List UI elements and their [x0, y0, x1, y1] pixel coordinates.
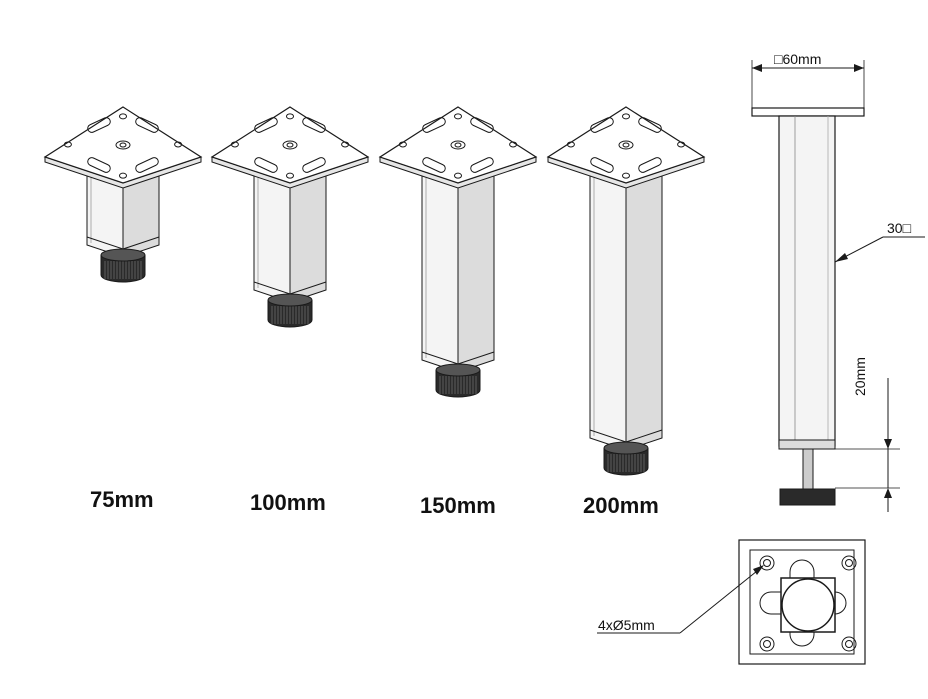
plate-slot — [590, 157, 614, 173]
holes-dimension: 4xØ5mm — [598, 617, 655, 633]
foot-top — [100, 248, 146, 262]
tube-left-face — [589, 166, 627, 451]
plate-corner-hole — [341, 141, 350, 148]
plate-corner-hole — [119, 172, 127, 179]
plate-corner-hole — [286, 172, 294, 179]
leg-100mm — [210, 106, 370, 328]
foot-top — [435, 363, 481, 377]
plate-center-hole-inner — [454, 142, 462, 148]
corner-hole-inner — [763, 559, 771, 567]
tube-right-face — [457, 166, 495, 373]
tube-size-dimension: 30□ — [887, 220, 912, 236]
mounting-plate — [546, 106, 706, 184]
leg-label-100mm: 100mm — [250, 490, 326, 515]
foot-dim-arrow — [884, 439, 892, 449]
plate-center-hole — [450, 140, 466, 150]
plate-dim-arrow — [854, 64, 864, 72]
plate-width-dimension: □60mm — [774, 51, 822, 67]
legs-group — [43, 106, 706, 476]
plate-corner-hole — [622, 172, 630, 179]
tube-right-face — [625, 166, 663, 451]
plate-corner-hole — [119, 113, 127, 120]
plate-slot — [135, 157, 159, 173]
plate-corner-hole — [566, 141, 575, 148]
foot-top — [603, 441, 649, 455]
leg-150mm — [378, 106, 538, 398]
plate-corner-hole — [454, 113, 462, 120]
corner-hole — [841, 555, 857, 571]
mounting-plate — [210, 106, 370, 184]
corner-hole — [841, 636, 857, 652]
corner-hole-inner — [763, 640, 771, 648]
mounting-plate — [378, 106, 538, 184]
side-foot-stem — [802, 448, 814, 490]
plate-slot — [422, 117, 446, 133]
plate-corner-hole — [677, 141, 686, 148]
plate-slot — [87, 157, 111, 173]
plate-slot — [135, 117, 159, 133]
holes-leader-line — [679, 566, 763, 634]
plate-slot — [422, 157, 446, 173]
plate-corner-hole — [454, 172, 462, 179]
side-foot-base — [779, 488, 836, 506]
corner-hole — [759, 555, 775, 571]
plate-center-hole-inner — [622, 142, 630, 148]
tube-left-face — [253, 166, 291, 303]
plate-center-hole — [282, 140, 298, 150]
foot-top — [267, 293, 313, 307]
plate-corner-hole — [398, 141, 407, 148]
leg-label-200mm: 200mm — [583, 493, 659, 518]
mounting-plate — [43, 106, 203, 184]
plate-corner-hole — [63, 141, 72, 148]
corner-hole-inner — [845, 640, 853, 648]
tube-left-face — [421, 166, 459, 373]
side-end-cap — [778, 439, 836, 450]
foot-height-dimension: 20mm — [852, 357, 868, 396]
plate-slot — [87, 117, 111, 133]
plate-center-hole — [115, 140, 131, 150]
side-elevation-view — [751, 60, 925, 512]
plate-slot — [638, 117, 662, 133]
corner-hole — [759, 636, 775, 652]
side-plate — [751, 107, 865, 117]
plate-slot — [590, 117, 614, 133]
tube-leader-arrow — [835, 253, 848, 262]
plate-slot — [470, 117, 494, 133]
foot-dim-arrow — [884, 488, 892, 498]
plate-slot — [638, 157, 662, 173]
side-tube — [778, 115, 836, 447]
plate-center-hole-inner — [286, 142, 294, 148]
leg-75mm — [43, 106, 203, 283]
plate-slot — [302, 117, 326, 133]
bottom-plate-view — [597, 539, 866, 665]
plate-corner-hole — [174, 141, 183, 148]
plate-center-hole-inner — [119, 142, 127, 148]
plate-slot — [470, 157, 494, 173]
plate-dim-arrow — [752, 64, 762, 72]
plate-corner-hole — [509, 141, 518, 148]
plate-slot — [254, 157, 278, 173]
leg-200mm — [546, 106, 706, 476]
plate-slot — [254, 117, 278, 133]
tube-right-face — [289, 166, 327, 303]
plate-slot — [302, 157, 326, 173]
leg-label-75mm: 75mm — [90, 487, 154, 512]
plate-corner-hole — [286, 113, 294, 120]
tube-circle — [781, 578, 835, 632]
corner-hole-inner — [845, 559, 853, 567]
plate-corner-hole — [230, 141, 239, 148]
plate-corner-hole — [622, 113, 630, 120]
plate-center-hole — [618, 140, 634, 150]
holes-leader-arrow — [753, 565, 764, 575]
leg-label-150mm: 150mm — [420, 493, 496, 518]
